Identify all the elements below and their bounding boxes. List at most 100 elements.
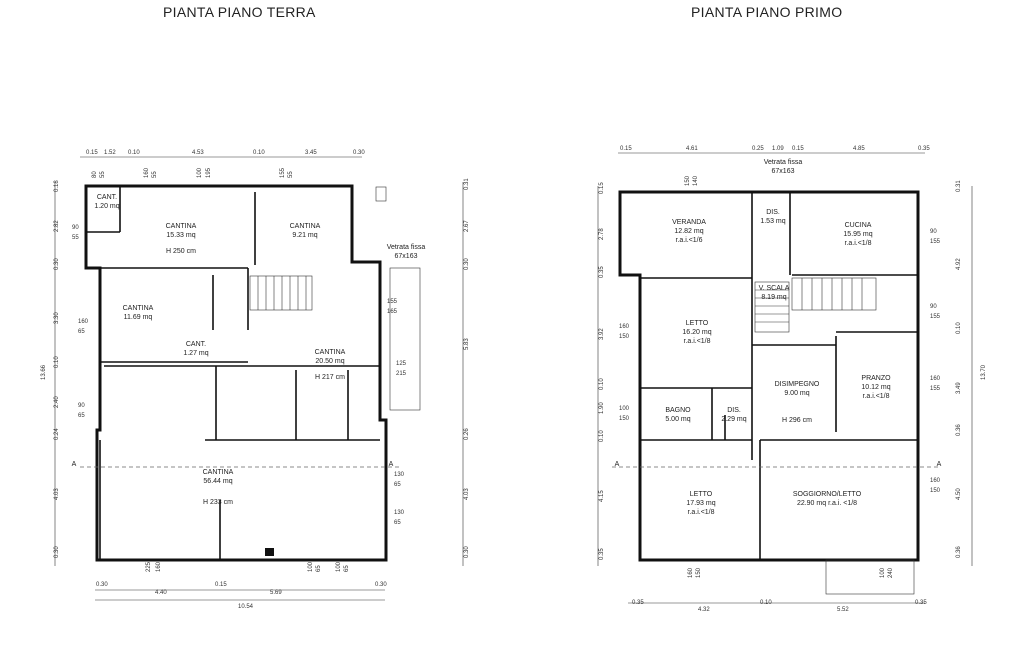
room-area: 12.82 mq (674, 228, 703, 235)
window-label: 55 (100, 171, 106, 178)
room-name: VERANDA (672, 219, 706, 226)
dimension-text: 0.35 (599, 266, 605, 278)
window-label: 130 (394, 472, 405, 478)
glazing-note: 67x163 (395, 253, 418, 260)
window-label: 225 (146, 561, 152, 572)
dimension-text: 3.30 (54, 312, 60, 324)
window-label: 155 (387, 299, 398, 305)
window-label: 160 (930, 376, 941, 382)
dimension-text: 0.10 (956, 322, 962, 334)
window-label: 160 (78, 319, 89, 325)
dimension-text: 0.10 (760, 600, 772, 606)
room-area: 15.95 mq (843, 231, 872, 238)
window-label: 100 (619, 406, 630, 412)
dimension-text: 0.30 (96, 582, 108, 588)
dimension-text: 5.83 (464, 338, 470, 350)
room-name: LETTO (690, 491, 713, 498)
room-area: 9.21 mq (292, 232, 317, 239)
dimension-text: 0.10 (128, 150, 140, 156)
dimension-text: 1.09 (772, 146, 784, 152)
window-label: 160 (619, 324, 630, 330)
dimension-text: 3.92 (599, 328, 605, 340)
dimension-text: 0.30 (54, 258, 60, 270)
ground-floor-title: PIANTA PIANO TERRA (163, 4, 316, 20)
window-label: 215 (396, 371, 407, 377)
window-label: 160 (930, 478, 941, 484)
window-label: 65 (344, 565, 350, 572)
dimension-text: 0.36 (956, 424, 962, 436)
room-area: 15.33 mq (166, 232, 195, 239)
room-area: 17.93 mq (686, 500, 715, 507)
room-area: 5.00 mq (665, 416, 690, 423)
window-label: 160 (688, 567, 694, 578)
room-area: 1.20 mq (94, 203, 119, 210)
room-name: CUCINA (845, 222, 872, 229)
dimension-text: 0.18 (54, 180, 60, 192)
room-rai: r.a.i.<1/8 (862, 393, 889, 400)
room-area: 8.19 mq (761, 294, 786, 301)
section-mark: A (937, 461, 942, 468)
first-floor-plan (597, 152, 973, 604)
window-label: 150 (619, 334, 630, 340)
dimension-text: 0.15 (792, 146, 804, 152)
dimension-text: 0.35 (918, 146, 930, 152)
dimension-text: 0.30 (375, 582, 387, 588)
dimension-text: 0.31 (464, 178, 470, 190)
dimension-text: 3.49 (956, 382, 962, 394)
window-label: 90 (78, 403, 85, 409)
dimension-text: 4.03 (54, 488, 60, 500)
dimension-text: 0.30 (54, 546, 60, 558)
dimension-text: 0.35 (599, 548, 605, 560)
room-name: DISIMPEGNO (775, 381, 820, 388)
room-name: BAGNO (665, 407, 691, 414)
room-rai: r.a.i.<1/8 (683, 338, 710, 345)
room-rai: r.a.i.<1/8 (844, 240, 871, 247)
dimension-text: 2.82 (54, 220, 60, 232)
room-rai: r.a.i.<1/6 (675, 237, 702, 244)
window-label: 55 (72, 235, 79, 241)
dimension-text: 0.10 (54, 356, 60, 368)
window-label: 155 (930, 386, 941, 392)
window-label: 155 (930, 314, 941, 320)
first-floor-title: PIANTA PIANO PRIMO (691, 4, 843, 20)
room-area: 20.50 mq (315, 358, 344, 365)
dimension-text: 0.30 (464, 258, 470, 270)
dimension-text: 0.10 (253, 150, 265, 156)
room-area: 2.29 mq (721, 416, 746, 423)
room-height: H 250 cm (166, 248, 196, 255)
dimension-text: 2.67 (464, 220, 470, 232)
room-name: CANTINA (166, 223, 197, 230)
room-name: CANT. (186, 341, 206, 348)
dimension-text: 1.52 (104, 150, 116, 156)
window-label: 55 (288, 171, 294, 178)
room-name: DIS. (727, 407, 741, 414)
glazing-note: Vetrata fissa (387, 244, 426, 251)
room-area: 9.00 mq (784, 390, 809, 397)
window-label: 160 (156, 561, 162, 572)
room-area: 11.69 mq (124, 314, 153, 321)
dimension-text: 4.85 (853, 146, 865, 152)
drain-icon (265, 548, 274, 556)
room-name: LETTO (686, 320, 709, 327)
dimension-text: 0.15 (86, 150, 98, 156)
room-area: 16.20 mq (682, 329, 711, 336)
room-area: 1.53 mq (760, 218, 785, 225)
ground-floor-plan (54, 156, 464, 601)
room-name: CANT. (97, 194, 117, 201)
dimension-text: 0.15 (620, 146, 632, 152)
window-label: 150 (930, 488, 941, 494)
section-mark: A (389, 461, 394, 468)
room-name: PRANZO (861, 375, 891, 382)
dimension-text: 0.35 (915, 600, 927, 606)
room-name: DIS. (766, 209, 780, 216)
room-name: CANTINA (203, 469, 234, 476)
window-label: 90 (72, 225, 79, 231)
window-label: 65 (394, 482, 401, 488)
window-label: 65 (316, 565, 322, 572)
dimension-text: 4.32 (698, 607, 710, 613)
stair-first (754, 277, 877, 333)
room-area: 1.27 mq (183, 350, 208, 357)
dimension-text: 2.40 (54, 396, 60, 408)
dimension-text: 0.25 (752, 146, 764, 152)
glazing-note: Vetrata fissa (764, 159, 803, 166)
